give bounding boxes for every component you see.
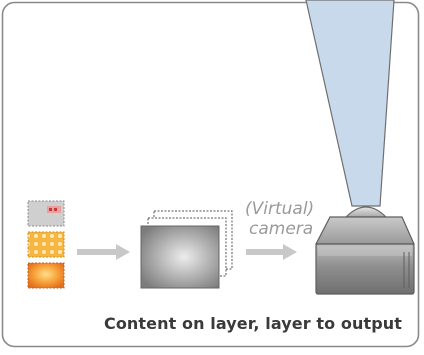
source-thumbnail-gray bbox=[27, 200, 65, 227]
source-thumbnail-orange bbox=[27, 262, 65, 289]
arrow-to-output bbox=[246, 244, 297, 260]
source-thumbnail-dots bbox=[27, 231, 65, 258]
diagram-frame bbox=[1, 1, 420, 348]
layer-stack bbox=[140, 210, 233, 289]
camera-label: camera bbox=[249, 219, 314, 239]
projection-beam bbox=[305, 0, 395, 207]
projector bbox=[315, 206, 415, 295]
source-thumbnails bbox=[27, 200, 65, 289]
arrow-to-layer bbox=[77, 244, 130, 260]
diagram-caption: Content on layer, layer to output bbox=[103, 314, 402, 333]
layer-front bbox=[140, 225, 220, 289]
virtual-label: (Virtual) bbox=[245, 199, 315, 219]
